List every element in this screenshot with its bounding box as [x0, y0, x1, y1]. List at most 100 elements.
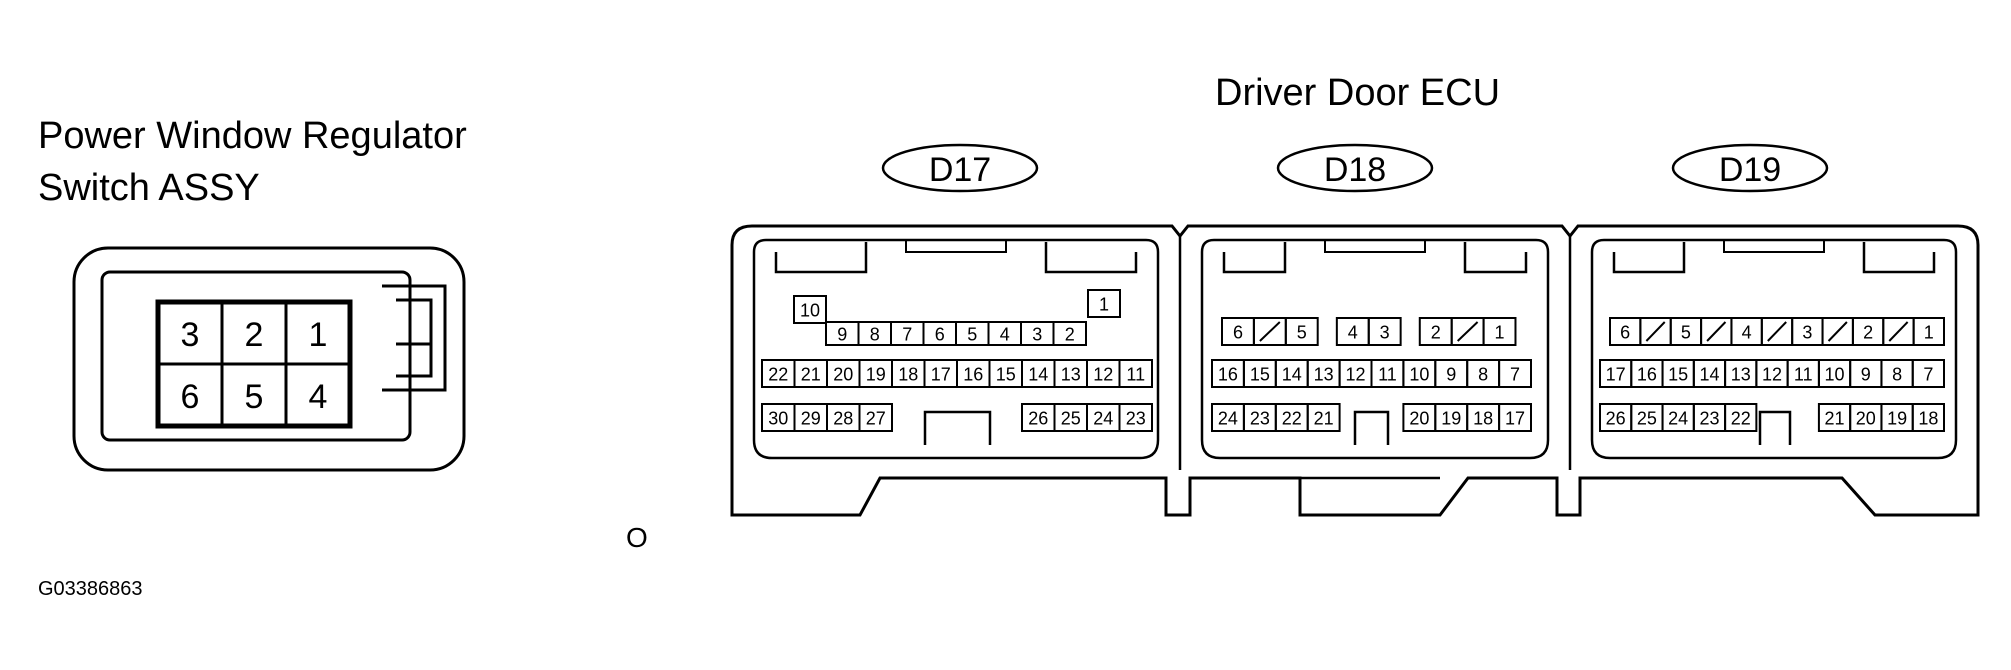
section-top-lock	[774, 242, 1138, 274]
pin-cell	[1118, 359, 1153, 388]
blank-pin-slash	[1827, 321, 1848, 342]
pin-cell	[1912, 317, 1945, 346]
section-inner-shell	[752, 238, 1160, 460]
connector-code: D19	[1719, 151, 1781, 189]
blank-pin-slash	[1706, 321, 1727, 342]
pin-number: 22	[1731, 409, 1751, 429]
pin-number: 10	[1409, 365, 1429, 385]
blank-pin-slash	[1645, 321, 1666, 342]
pin-number: 2	[1863, 323, 1873, 343]
ecu-outer-shell	[730, 224, 1980, 517]
pin-number: 21	[1825, 409, 1845, 429]
pin-number: 2	[1431, 323, 1441, 343]
switch-pin: 3	[181, 316, 200, 354]
pin-number: 3	[1032, 325, 1042, 345]
switch-outer-shell	[72, 246, 466, 472]
pin-number: 8	[1478, 365, 1488, 385]
pin-number: 7	[902, 325, 912, 345]
pin-cell	[1367, 317, 1402, 346]
pin-number: 28	[833, 409, 853, 429]
pin-number: 5	[1681, 323, 1691, 343]
pin-number: 15	[1250, 365, 1270, 385]
connector-tag-d18: D18	[1276, 143, 1434, 193]
ecu-title: Driver Door ECU	[1215, 72, 1501, 114]
section-key-notch	[1758, 410, 1792, 445]
pin-number: 17	[1606, 365, 1626, 385]
section-inner-shell	[1590, 238, 1958, 460]
pin-number: 4	[1348, 323, 1358, 343]
switch-inner-shell	[100, 270, 412, 442]
pin-number: 18	[1918, 409, 1938, 429]
pin-number: 24	[1668, 409, 1688, 429]
switch-title-line1: Power Window Regulator	[38, 115, 467, 157]
pin-number: 17	[1505, 409, 1525, 429]
pin-number: 16	[1637, 365, 1657, 385]
pin-number: 23	[1699, 409, 1719, 429]
switch-pin: 6	[181, 378, 200, 416]
switch-pin: 5	[245, 378, 264, 416]
pin-number: 16	[1218, 365, 1238, 385]
pin-number: 25	[1061, 409, 1081, 429]
pin-number: 5	[1297, 323, 1307, 343]
pin-number: 18	[898, 365, 918, 385]
pin-number: 15	[1668, 365, 1688, 385]
pin-number: 3	[1802, 323, 1812, 343]
pin-number: 11	[1126, 365, 1145, 385]
pin-number: 25	[1637, 409, 1657, 429]
pin-number: 12	[1762, 365, 1782, 385]
pin-number: 10	[1825, 365, 1845, 385]
pin-number: 13	[1731, 365, 1751, 385]
pin-cell	[1052, 321, 1087, 346]
pin-number: 9	[837, 325, 847, 345]
pin-number: 2	[1065, 325, 1075, 345]
pin-number: 13	[1314, 365, 1334, 385]
switch-title: Power Window Regulator Switch ASSY	[38, 110, 467, 214]
switch-title-line2: Switch ASSY	[38, 167, 260, 209]
pin-number: 7	[1923, 365, 1933, 385]
switch-pin: 1	[309, 316, 328, 354]
pin-number: 7	[1510, 365, 1520, 385]
section-top-lock	[1612, 242, 1936, 274]
pin-number: 14	[1699, 365, 1719, 385]
pin-number: 6	[1233, 323, 1243, 343]
pin-cell	[793, 295, 827, 324]
pin-number: 22	[1282, 409, 1302, 429]
pin-number: 6	[935, 325, 945, 345]
section-key-notch	[923, 410, 992, 445]
pin-number: 19	[866, 365, 886, 385]
connector-code: D18	[1324, 151, 1386, 189]
pin-number: 4	[1742, 323, 1752, 343]
stray-label: O	[626, 522, 648, 553]
pin-number: 8	[870, 325, 880, 345]
blank-pin-slash	[1888, 321, 1909, 342]
pin-number: 1	[1924, 323, 1934, 343]
pin-number: 1	[1495, 323, 1505, 343]
figure-id: G03386863	[38, 578, 143, 600]
pin-number: 26	[1028, 409, 1048, 429]
pin-cell	[1087, 289, 1121, 318]
switch-pin-labels: 3 2 1 6 5 4	[181, 316, 328, 416]
section-top-tab	[1723, 240, 1825, 253]
pin-cell	[1724, 403, 1758, 432]
pin-number: 21	[1314, 409, 1334, 429]
switch-latch-inner	[396, 298, 433, 378]
pin-number: 20	[833, 365, 853, 385]
pin-number: 19	[1441, 409, 1461, 429]
pin-number: 12	[1093, 365, 1113, 385]
pin-cell	[1306, 403, 1341, 432]
pin-number: 9	[1446, 365, 1456, 385]
pin-cell	[1911, 403, 1946, 432]
pin-number: 23	[1250, 409, 1270, 429]
pin-cell	[1118, 403, 1153, 432]
section-top-tab	[905, 240, 1007, 253]
pin-number: 14	[1282, 365, 1302, 385]
ecu-connector-tags: D17 D18 D19	[881, 143, 1829, 193]
switch-latch	[382, 284, 447, 392]
blank-pin-slash	[1767, 321, 1787, 342]
pin-number: 17	[931, 365, 951, 385]
pin-number: 29	[801, 409, 821, 429]
pin-number: 3	[1380, 323, 1390, 343]
pin-number: 30	[768, 409, 788, 429]
